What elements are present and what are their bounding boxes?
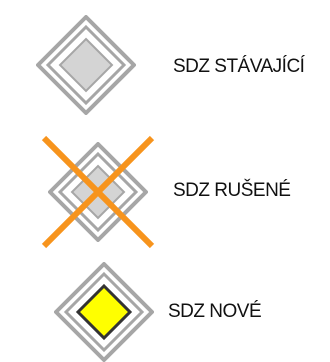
legend-label-existing: SDZ STÁVAJÍCÍ xyxy=(173,56,305,77)
legend-label-removed: SDZ RUŠENÉ xyxy=(173,180,291,201)
priority-road-sign-new-icon xyxy=(54,262,154,362)
legend-label-new: SDZ NOVÉ xyxy=(168,301,262,322)
priority-road-sign-existing-icon xyxy=(36,15,136,115)
cross-out-icon xyxy=(41,135,155,249)
